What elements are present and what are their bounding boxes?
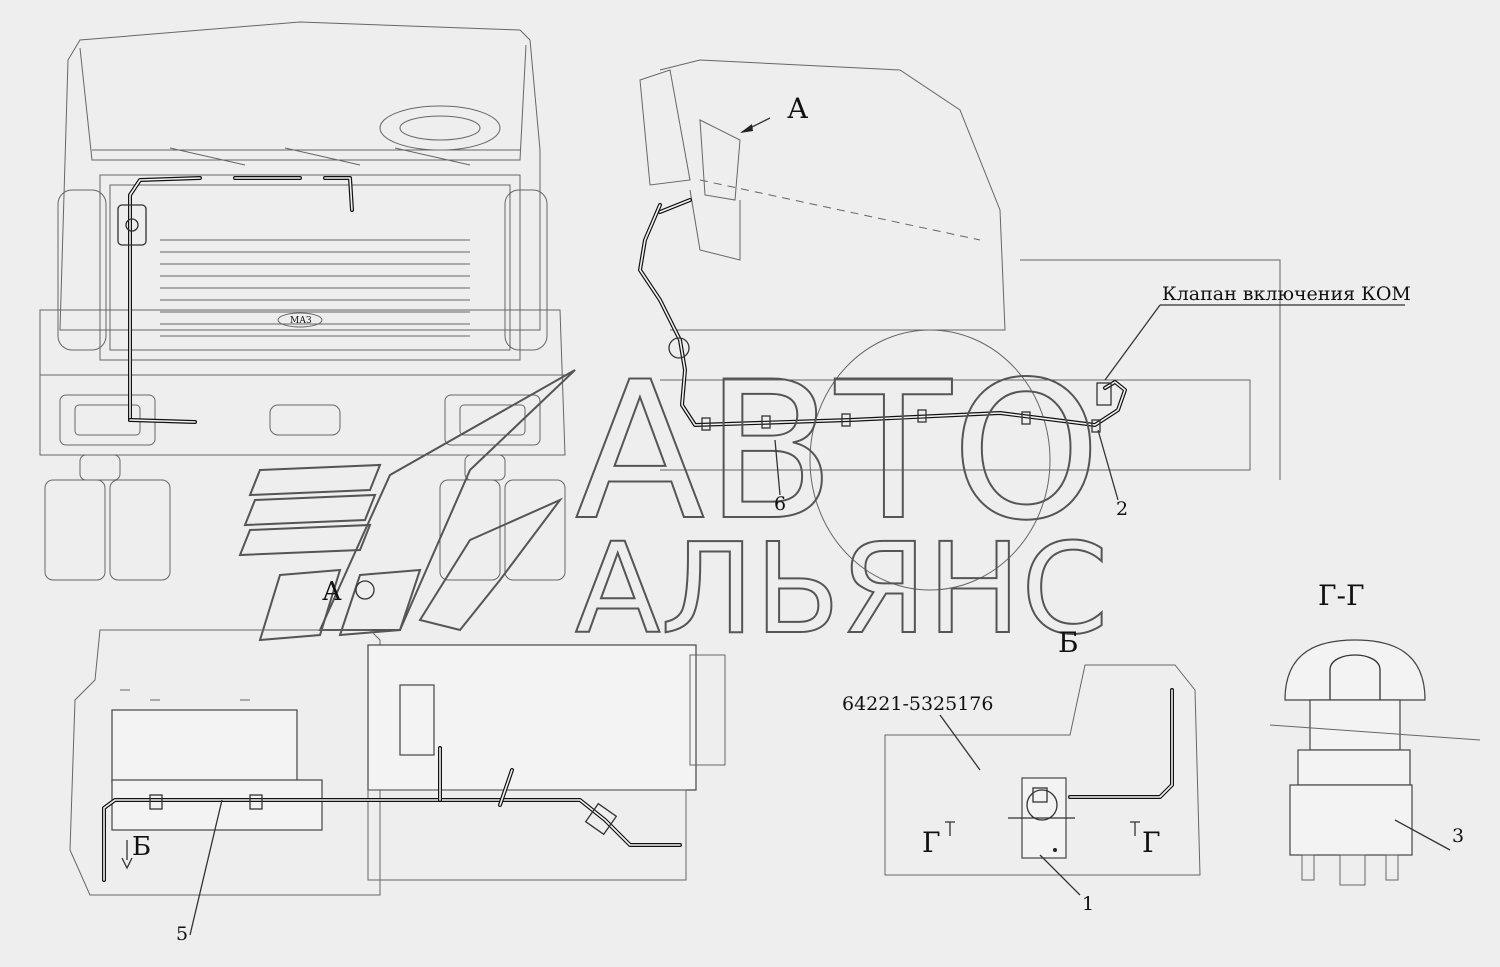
part-number-callout: 64221-5325176: [842, 693, 993, 715]
section-g-g: [1269, 639, 1481, 886]
view-b-mark: Б: [132, 832, 151, 862]
pipe-clip: [1021, 411, 1031, 425]
watermark-line1: АВТО: [575, 341, 1101, 562]
watermark-line2: АЛЬЯНС: [575, 517, 1108, 662]
view-b-detail: [69, 629, 726, 936]
pipe-clip: [841, 413, 851, 427]
item-2-label: 2: [1116, 498, 1128, 520]
valve-callout: Клапан включения КОМ: [1162, 283, 1411, 305]
maz-logo-text: МАЗ: [290, 316, 312, 326]
section-left-mark: Г: [922, 826, 941, 859]
leader-lines: [121, 304, 1405, 870]
maz-logo: [277, 312, 323, 328]
item-1-label: 1: [1082, 893, 1094, 915]
pipe-clip: [701, 417, 711, 431]
truck-side-view: [638, 59, 1281, 591]
item-3-label: 3: [1452, 825, 1464, 847]
battery-box: [111, 709, 298, 783]
grille: [160, 239, 470, 337]
switch-body: [1289, 784, 1413, 856]
view-a-marker: [355, 580, 375, 600]
item-5-label: 5: [176, 923, 188, 945]
view-b-title: Б: [1058, 626, 1079, 659]
section-right-mark: Г: [1142, 826, 1161, 859]
switch-panel-view: [884, 664, 1201, 896]
pipe-clip: [917, 409, 927, 423]
pipe-clip: [761, 415, 771, 429]
watermark: АВТО АЛЬЯНС: [238, 340, 1109, 663]
pto-valve: [1096, 382, 1112, 406]
watermark-logo-wings: [238, 369, 576, 642]
truck-front-view: [39, 21, 566, 581]
section-title: Г-Г: [1318, 579, 1365, 612]
pipe-clip: [1091, 419, 1101, 433]
right-headlight: [444, 394, 541, 446]
view-a-callout: А: [322, 577, 342, 607]
item-6-label: 6: [774, 493, 786, 515]
view-a-label: А: [787, 92, 808, 125]
